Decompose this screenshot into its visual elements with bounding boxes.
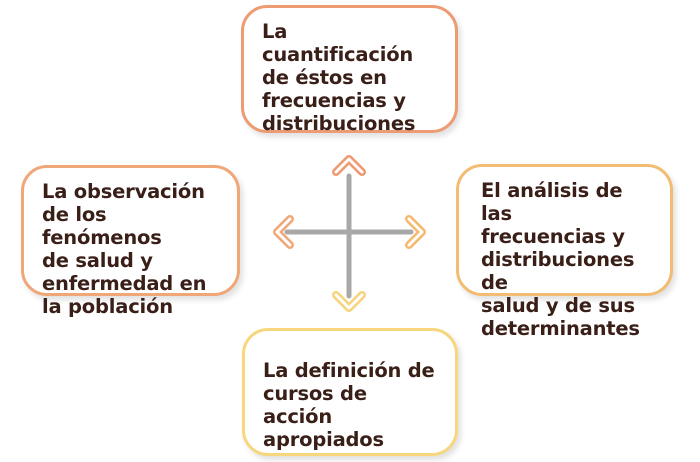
step-box-left: La observación de los fenómenos de salud… — [21, 165, 240, 318]
step-text-right: El análisis de las frecuencias y distrib… — [481, 179, 640, 340]
step-box-bottom: La definición de cursos de acción apropi… — [242, 328, 458, 456]
step-text-top: La cuantificación de éstos en frecuencia… — [262, 20, 416, 135]
step-text-left: La observación de los fenómenos de salud… — [42, 180, 207, 318]
step-text-bottom: La definición de cursos de acción apropi… — [263, 359, 435, 451]
step-box-right: El análisis de las frecuencias y distrib… — [456, 164, 673, 340]
step-box-top: La cuantificación de éstos en frecuencia… — [241, 5, 458, 135]
cross-lines — [284, 173, 414, 299]
